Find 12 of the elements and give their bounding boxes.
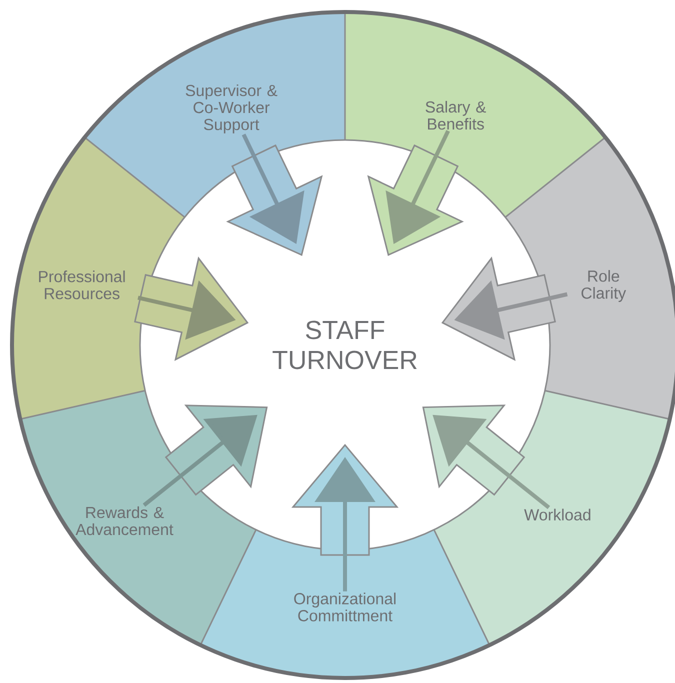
sector-label: Organizational Committment: [294, 592, 396, 622]
arrow: [226, 134, 323, 256]
arrow: [441, 256, 568, 361]
sector-label: Professional Resources: [39, 270, 125, 300]
arrow: [367, 130, 464, 256]
arrow: [142, 404, 268, 507]
sector-label: Role Clarity: [582, 270, 626, 302]
sector-label: Salary & Benefits: [426, 100, 486, 130]
arrow: [134, 256, 249, 361]
sector-label: Supervisor & Co-Worker Support: [186, 84, 278, 134]
arrow: [291, 444, 399, 592]
arrow: [422, 404, 550, 510]
